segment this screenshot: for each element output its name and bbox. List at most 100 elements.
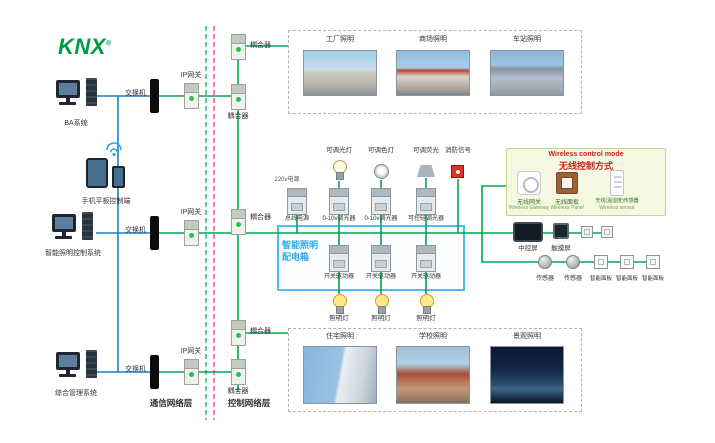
comm-layer-label: 通信网络层 bbox=[149, 398, 193, 408]
smart-panel-icon-1 bbox=[594, 255, 608, 269]
scene-label-mall: 商场照明 bbox=[419, 36, 447, 43]
pc-base bbox=[59, 102, 76, 105]
lighting-lamp-icon-2 bbox=[374, 294, 389, 314]
photo-landscape bbox=[490, 346, 564, 404]
switch-actuator-label-3: 开关驱动器 bbox=[410, 274, 441, 280]
lighting-lamp-label-3: 照明灯 bbox=[416, 315, 436, 322]
lighting-lamp-label-2: 照明灯 bbox=[371, 315, 391, 322]
ethernet-lines bbox=[96, 95, 150, 373]
ctrl-layer-label: 控制网络层 bbox=[227, 398, 271, 408]
lighting-lamp-icon-3 bbox=[419, 294, 434, 314]
touch-screen-label: 触摸屏 bbox=[551, 245, 571, 252]
pc-tower bbox=[86, 78, 97, 106]
wireless-title-en: Wireless control mode bbox=[548, 151, 624, 158]
smart-panel-label-3: 智能面板 bbox=[641, 276, 664, 282]
switch-actuator-icon-1 bbox=[329, 245, 349, 272]
pc-stand bbox=[66, 98, 70, 102]
power-220v-label: 220v电源 bbox=[274, 177, 300, 183]
sensor-icon-1 bbox=[538, 255, 552, 269]
wall-panel-icon-2 bbox=[601, 226, 613, 238]
ip-gateway-label-1: IP网关 bbox=[180, 72, 202, 79]
pc-stand bbox=[66, 370, 70, 374]
dimmer-module-icon-2 bbox=[371, 188, 391, 215]
central-screen-icon bbox=[513, 222, 543, 242]
pc-base bbox=[55, 236, 72, 239]
knx-logo: KNX® bbox=[58, 34, 112, 60]
wireless-panel-label-zh: 无线面板 bbox=[554, 200, 579, 206]
coupler-icon-5 bbox=[231, 359, 246, 385]
wireless-panel-icon bbox=[556, 172, 578, 194]
switch-actuator-icon-2 bbox=[371, 245, 391, 272]
wireless-title-zh: 无线控制方式 bbox=[558, 161, 613, 171]
bus-power-module-icon bbox=[287, 188, 307, 215]
smart-panel-icon-3 bbox=[646, 255, 660, 269]
wireless-sensor-label-en: Wireless sensor bbox=[599, 205, 635, 211]
sensor-icon-2 bbox=[566, 255, 580, 269]
dimmer-label-2: 0-10v调光器 bbox=[364, 216, 398, 222]
color-lamp-icon bbox=[374, 164, 389, 179]
lighting-lamp-label-1: 照明灯 bbox=[329, 315, 349, 322]
ip-gateway-icon-1 bbox=[184, 83, 199, 109]
wireless-sensor-icon bbox=[610, 170, 624, 196]
pc-monitor bbox=[56, 80, 80, 98]
smart-panel-label-2: 智能面板 bbox=[615, 276, 638, 282]
ip-gateway-label-3: IP网关 bbox=[180, 348, 202, 355]
wireless-gateway-label-en: Wireless Gateway bbox=[508, 205, 550, 211]
smart-panel-label-1: 智能面板 bbox=[589, 276, 612, 282]
touch-screen-icon bbox=[553, 223, 569, 239]
pc-stand bbox=[62, 232, 66, 236]
wall-panel-icon-1 bbox=[581, 226, 593, 238]
ip-gateway-label-2: IP网关 bbox=[180, 209, 202, 216]
coupler-label-4: 耦合器 bbox=[250, 328, 271, 335]
lighting-lamp-icon-1 bbox=[332, 294, 347, 314]
knx-logo-text: KNX bbox=[58, 34, 106, 59]
panel-title-2: 配电箱 bbox=[282, 252, 310, 262]
dimmable-lamp-icon bbox=[332, 160, 347, 180]
scene-label-station: 车站照明 bbox=[513, 36, 541, 43]
pc-tower bbox=[82, 212, 93, 240]
sensor-label-1: 传感器 bbox=[535, 276, 554, 282]
switch-actuator-label-2: 开关驱动器 bbox=[365, 274, 396, 280]
bus-power-label: 总线电源 bbox=[284, 216, 309, 222]
smart-panel-icon-2 bbox=[620, 255, 634, 269]
coupler-label-1: 耦合器 bbox=[250, 42, 271, 49]
fluorescent-label: 可调荧光 bbox=[413, 147, 439, 154]
fire-signal-label: 消防信号 bbox=[445, 147, 471, 154]
switch-label-3: 交换机 bbox=[125, 366, 146, 373]
workstation-ba-icon bbox=[56, 78, 98, 112]
switch-label-2: 交换机 bbox=[125, 227, 146, 234]
workstation-mgmt-icon bbox=[56, 350, 98, 384]
ip-gateway-icon-2 bbox=[184, 220, 199, 246]
triac-dimmer-label: 可控硅调光器 bbox=[407, 216, 444, 222]
photo-residential bbox=[303, 346, 377, 404]
coupler-label-3: 耦合器 bbox=[250, 214, 271, 221]
switch-label-1: 交换机 bbox=[125, 90, 146, 97]
sensor-label-2: 传感器 bbox=[563, 276, 582, 282]
workstation-lighting-icon bbox=[52, 212, 94, 246]
pc-base bbox=[59, 374, 76, 377]
switch-icon-2 bbox=[150, 216, 159, 250]
scene-label-factory: 工厂照明 bbox=[326, 36, 354, 43]
fire-signal-icon bbox=[451, 165, 464, 178]
phone-icon bbox=[112, 166, 125, 188]
triac-dimmer-module-icon bbox=[416, 188, 436, 215]
wireless-gateway-icon bbox=[517, 171, 541, 195]
photo-station bbox=[490, 50, 564, 96]
mgmt-system-label: 综合管理系统 bbox=[55, 390, 97, 397]
wireless-panel-label-en: Wireless Panel bbox=[550, 205, 584, 211]
scene-label-school: 学校照明 bbox=[419, 333, 447, 340]
switch-icon-3 bbox=[150, 355, 159, 389]
coupler-icon-1 bbox=[231, 34, 246, 60]
lighting-system-label: 智能照明控制系统 bbox=[45, 250, 101, 257]
tablet-icon bbox=[86, 158, 108, 188]
coupler-icon-4 bbox=[231, 320, 246, 346]
ip-gateway-icon-3 bbox=[184, 359, 199, 385]
wireless-sensor-label-zh: 无线(温湿度)传感器 bbox=[595, 198, 639, 204]
photo-factory bbox=[303, 50, 377, 96]
registered-mark: ® bbox=[105, 40, 112, 48]
color-lamp-label: 可调色灯 bbox=[368, 147, 394, 154]
photo-mall bbox=[396, 50, 470, 96]
coupler-label-2: 耦合器 bbox=[227, 113, 249, 120]
mobile-control-label: 手机平板控制端 bbox=[81, 198, 131, 205]
scene-label-landscape: 景观照明 bbox=[513, 333, 541, 340]
